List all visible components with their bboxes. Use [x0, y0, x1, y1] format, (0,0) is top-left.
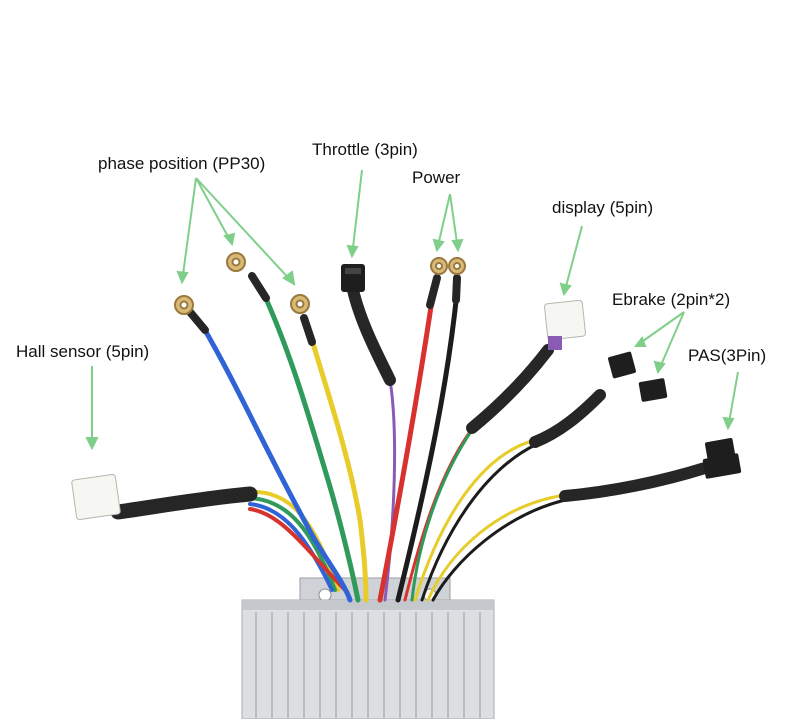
leader-line-ebrake-2	[657, 311, 685, 373]
ebrake-connector-2	[638, 378, 668, 402]
phase-ring-terminal-1	[174, 295, 194, 315]
leader-line-ebrake-1	[635, 311, 685, 347]
hall-sensor-connector	[71, 474, 121, 520]
wire-harness	[110, 272, 711, 603]
phase-ring-terminal-2	[226, 252, 246, 272]
label-pas: PAS(3Pin)	[688, 346, 767, 365]
leader-line-phase-2	[195, 177, 233, 245]
leader-lines	[85, 169, 739, 451]
display-sleeve	[466, 344, 554, 434]
ebrake-wire-bundle	[413, 438, 537, 602]
power-ring-terminal-1	[430, 257, 448, 275]
label-ebrake: Ebrake (2pin*2)	[612, 290, 731, 309]
phase-ring-terminal-3	[290, 294, 310, 314]
hall-sensor-sleeve	[110, 486, 258, 520]
phase-wire-yellow	[309, 337, 369, 603]
hall-sensor-wire-red	[248, 507, 347, 592]
label-hall-sensor: Hall sensor (5pin)	[16, 342, 150, 361]
label-phase-position: phase position (PP30)	[98, 154, 266, 173]
leader-line-throttle	[351, 169, 363, 257]
controller-housing	[241, 577, 495, 719]
label-power: Power	[412, 168, 461, 187]
ebrake-sleeve	[529, 389, 606, 448]
power-wire-black	[395, 289, 460, 603]
throttle-connector	[341, 264, 365, 292]
phase-ring-terminals	[174, 252, 310, 315]
leader-line-phase-3	[195, 177, 295, 285]
display-connector	[544, 299, 586, 350]
phase-wire-green	[259, 287, 361, 603]
label-throttle: Throttle (3pin)	[312, 140, 418, 159]
power-wire-red	[377, 297, 435, 603]
leader-line-phase-1	[181, 177, 197, 283]
hall-sensor-wire-blue	[248, 502, 334, 592]
leader-line-display	[563, 225, 583, 295]
power-ring-terminal-2	[448, 257, 466, 275]
pas-sleeve	[559, 462, 711, 502]
pas-connector	[702, 438, 742, 479]
throttle-wire-bundle	[383, 378, 397, 602]
power-ring-terminals	[430, 257, 466, 275]
pas-wire-bundle	[426, 493, 567, 602]
phase-wire-blue	[199, 322, 353, 603]
throttle-sleeve	[347, 284, 396, 386]
ebrake-connector-1	[608, 351, 636, 379]
label-display: display (5pin)	[552, 198, 654, 217]
